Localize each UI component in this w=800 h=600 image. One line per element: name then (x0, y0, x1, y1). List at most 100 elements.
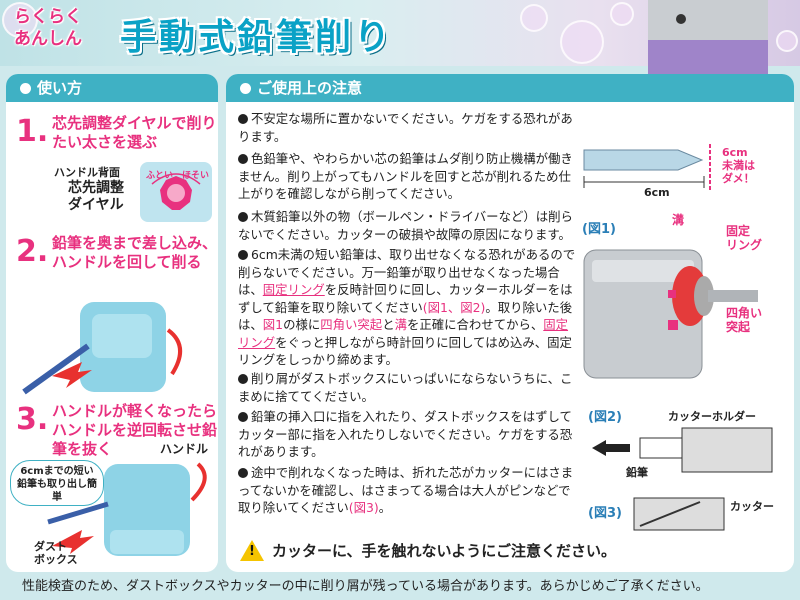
length-warning: 6cm 未満は ダメ！ (722, 146, 755, 185)
step-3: 3. ハンドルが軽くなったらハンドルを逆回転させ鉛筆を抜く (16, 402, 218, 462)
dust-box-line-1: ダスト (34, 540, 67, 553)
brand-line-1: らくらく (14, 7, 82, 27)
brand-line-2: あんしん (14, 29, 82, 49)
notice-fragment: と (382, 317, 395, 332)
length-warning-line-1: 6cm (722, 146, 748, 159)
cautions-heading: ご使用上の注意 (226, 74, 794, 102)
notice-3: 木質鉛筆以外の物（ボールペン・ドライバーなど）は削らないでください。カッターの破… (238, 208, 578, 243)
square-tab-marker (668, 320, 678, 330)
notice-7: 途中で削れなくなった時は、折れた芯がカッターにはさまってないかを確認し、はさまっ… (238, 464, 578, 517)
notice-3-text: 木質鉛筆以外の物（ボールペン・ドライバーなど）は削らないでください。カッターの破… (238, 209, 573, 242)
cutter-holder-section (681, 427, 773, 473)
notice-5-text: 削り屑がダストボックスにいっぱいにならないうちに、こまめに捨ててください。 (238, 371, 572, 404)
handle-label: ハンドル (160, 442, 209, 456)
shaft-shape (708, 290, 758, 302)
dial-illustration (140, 162, 212, 222)
notice-fragment: 削り屑がダストボックスにいっぱいにならないうちに、こまめに捨ててください。 (238, 371, 573, 404)
fixing-ring-label: 固定 リング (726, 224, 762, 252)
notice-fragment: 。 (378, 500, 392, 515)
cutter-holder-label: カッターホルダー (668, 410, 756, 423)
remove-arrow-icon (52, 530, 94, 554)
heading-dot-icon (240, 82, 251, 94)
length-warning-line-3: ダメ！ (722, 172, 755, 185)
heading-dot-icon (20, 82, 31, 94)
notice-fragment: をぐっと押しながら時計回りに回してはめ込み、固定リングをしっかり締めます。 (238, 334, 572, 368)
notice-fragment: 固定リング (238, 317, 569, 350)
how-to-use-heading: 使い方 (6, 74, 218, 102)
figure-2-illustration (592, 427, 773, 473)
notice-4-text: 6cm未満の短い鉛筆は、取り出せなくなる恐れがあるので削らないでください。万一鉛… (238, 247, 575, 367)
groove-label: 溝 (672, 213, 685, 227)
notice-fragment: 不安定な場所に置かないでください。ケガをする恐れがあります。 (238, 111, 573, 144)
notice-fragment: 溝 (394, 317, 407, 332)
square-tab-line-2: 突起 (726, 320, 751, 334)
bubble-decoration (776, 30, 798, 52)
figure-1-illustration (583, 249, 758, 379)
insert-arrow-icon (52, 362, 92, 388)
cutter-section (633, 497, 725, 531)
notice-5: 削り屑がダストボックスにいっぱいにならないうちに、こまめに捨ててください。 (238, 370, 578, 405)
footer-note: 性能検査のため、ダストボックスやカッターの中に削り屑が残っている場合があります。… (22, 579, 709, 594)
step-1-text: 芯先調整ダイヤルで削りたい太さを選ぶ (52, 114, 217, 151)
reverse-rotate-arrow-icon (190, 462, 207, 502)
notice-fragment: を正確に合わせてから、 (406, 317, 544, 332)
step-2-number: 2. (16, 234, 49, 269)
how-to-use-title: 使い方 (37, 79, 83, 97)
dial-center (167, 184, 185, 202)
sharpener-gray-top (592, 260, 694, 282)
cutter-holder-shape (694, 276, 714, 316)
notice-1-text: 不安定な場所に置かないでください。ケガをする恐れがあります。 (238, 111, 573, 144)
dial-caption-line-1: 芯先調整 (68, 180, 124, 196)
dial-caption-small: ハンドル背面 (54, 166, 120, 179)
notice-6-text: 鉛筆の挿入口に指を入れたり、ダストボックスをはずしてカッター部に指を入れたりしな… (238, 409, 572, 459)
how-to-use-panel: 使い方 1. 芯先調整ダイヤルで削りたい太さを選ぶ ハンドル背面 芯先調整 ダイ… (6, 74, 218, 572)
pull-arrow-shaft (606, 444, 630, 452)
brand-logo: らくらく あんしん (14, 6, 114, 58)
groove-marker (668, 290, 676, 298)
bubble-decoration (610, 2, 634, 26)
notice-fragment: 図1 (262, 317, 284, 332)
figure-3-label: (図3) (588, 506, 622, 521)
pencil-slot (676, 14, 686, 24)
figure-3-illustration (633, 497, 725, 531)
notice-1: 不安定な場所に置かないでください。ケガをする恐れがあります。 (238, 110, 578, 145)
length-label: 6cm (644, 186, 670, 199)
cutter-label: カッター (730, 500, 774, 513)
short-pencil-bubble-text: 6cmまでの短い鉛筆も取り出し簡単 (17, 466, 97, 503)
bullet-icon (238, 154, 248, 164)
notice-fragment: 。取り除いた後は、 (238, 299, 573, 333)
dust-box-shape (110, 530, 184, 554)
notice-fragment: 途中で削れなくなった時は、折れた芯がカッターにはさまってないかを確認し、はさまっ… (238, 465, 574, 515)
notice-2: 色鉛筆や、やわらかい芯の鉛筆はムダ削り防止機構が働きません。削り上がってもハンド… (238, 150, 578, 203)
bullet-icon (238, 212, 248, 222)
warning-text: カッターに、手を触れないようにご注意ください。 (272, 541, 616, 560)
warning-banner: カッターに、手を触れないようにご注意ください。 (236, 536, 784, 564)
step-2: 2. 鉛筆を奥まで差し込み、ハンドルを回して削る (16, 234, 218, 294)
rotate-arrow-icon (166, 328, 182, 376)
notice-fragment: (図1、図2) (422, 299, 486, 315)
bullet-icon (238, 374, 248, 384)
bullet-icon (238, 114, 248, 124)
pencil-shape (22, 343, 90, 395)
step-2-text: 鉛筆を奥まで差し込み、ハンドルを回して削る (52, 234, 218, 271)
step-3-text: ハンドルが軽くなったらハンドルを逆回転させ鉛筆を抜く (52, 402, 218, 458)
bubble-decoration (560, 20, 604, 64)
dial-arc (151, 173, 201, 185)
notice-2-text: 色鉛筆や、やわらかい芯の鉛筆はムダ削り防止機構が働きません。削り上がってもハンド… (238, 151, 573, 201)
notice-4: 6cm未満の短い鉛筆は、取り出せなくなる恐れがあるので削らないでください。万一鉛… (238, 246, 578, 369)
dial-thick-label: ふとい (146, 171, 174, 181)
pull-arrow-icon (592, 440, 606, 456)
step-1-number: 1. (16, 114, 49, 149)
notice-fragment: 6cm未満の短い鉛筆は、取り出せなくなる恐れがあるので削らないでください。万一鉛… (238, 247, 576, 297)
notice-fragment: の様に (283, 317, 321, 332)
bullet-icon (238, 250, 248, 260)
pencil-length-figure (583, 144, 711, 192)
warning-triangle-icon (240, 539, 264, 561)
square-tab-label: 四角い 突起 (726, 306, 762, 334)
cautions-title: ご使用上の注意 (257, 79, 363, 97)
dial-caption-line-2: ダイヤル (68, 197, 124, 213)
pencil-6cm-shape (583, 149, 704, 171)
sharpener-top (92, 314, 152, 358)
bubble-decoration (520, 4, 548, 32)
bubble-decoration (2, 2, 38, 38)
